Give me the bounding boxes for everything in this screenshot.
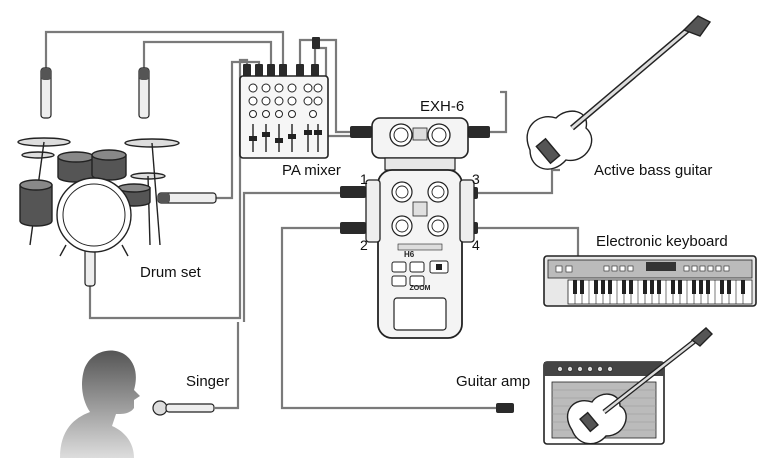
input-4-label: 4: [472, 237, 480, 253]
electric-guitar: [566, 327, 713, 445]
singer-label: Singer: [186, 373, 230, 390]
exh6-capsule: [371, 117, 469, 171]
overhead-mic-left: [40, 67, 52, 119]
input-1-label: 1: [360, 171, 368, 187]
bass-guitar: [526, 15, 712, 170]
drum-set: [17, 137, 180, 257]
vocal-mic: [152, 400, 215, 416]
pa-mixer: [239, 75, 329, 159]
exh6-label: EXH-6: [420, 98, 465, 115]
h6-recorder: ZOOM H6: [365, 169, 475, 339]
snare-mic: [157, 192, 217, 204]
recorder-brand: ZOOM: [410, 285, 431, 292]
drum-set-label: Drum set: [140, 264, 201, 281]
recorder-model: H6: [404, 250, 415, 259]
input-3-label: 3: [472, 171, 480, 187]
cables: [44, 30, 580, 410]
keyboard-label: Electronic keyboard: [596, 233, 728, 250]
active-bass-label: Active bass guitar: [594, 162, 713, 179]
input-2-label: 2: [360, 237, 368, 253]
guitar-amp-label: Guitar amp: [456, 373, 531, 390]
overhead-mic-right: [138, 67, 150, 119]
pa-mixer-label: PA mixer: [282, 162, 341, 179]
electronic-keyboard: [543, 255, 757, 307]
singer-silhouette: [60, 350, 140, 458]
